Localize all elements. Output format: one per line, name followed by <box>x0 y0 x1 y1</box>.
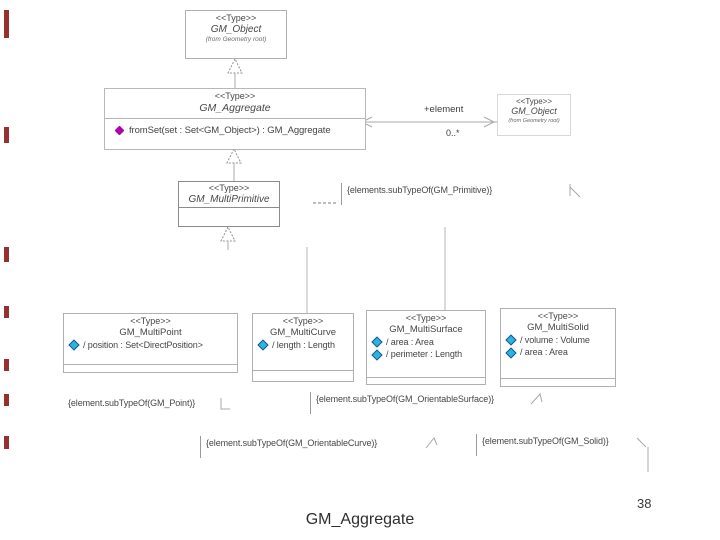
compartment-divider <box>64 364 237 365</box>
constraint-note-orientable-surface: {element.subTypeOf(GM_OrientableSurface)… <box>310 392 494 414</box>
class-box-gm-multisurface: <<Type>> GM_MultiSurface / area : Area /… <box>366 310 486 385</box>
constraint-anchor-solid <box>636 437 649 472</box>
association-role-label: +element <box>424 104 464 115</box>
attribute-text: / perimeter : Length <box>386 349 463 360</box>
constraint-anchor-point <box>220 398 230 410</box>
change-bar-mark <box>4 10 9 38</box>
operation-signature: fromSet(set : Set<GM_Object>) : GM_Aggre… <box>129 125 331 136</box>
class-box-gm-object-top: <<Type>> GM_Object (from Geometry root) <box>185 10 287 59</box>
stereotype-label: <<Type>> <box>515 97 553 106</box>
compartment-divider <box>501 378 615 379</box>
attribute-row: / length : Length <box>253 339 353 351</box>
attribute-row: / area : Area <box>367 336 485 348</box>
slide-title: GM_Aggregate <box>305 511 415 528</box>
stereotype-label: <<Type>> <box>214 91 256 101</box>
attribute-row: / position : Set<DirectPosition> <box>64 339 237 351</box>
constraint-note-orientable-curve: {element.subTypeOf(GM_OrientableCurve)} <box>200 436 377 458</box>
change-bar-mark <box>4 247 9 262</box>
class-name: GM_MultiSolid <box>527 321 589 333</box>
page-number: 38 <box>637 496 652 511</box>
package-label: (from Geometry root) <box>508 118 560 125</box>
attribute-row: / area : Area <box>501 347 615 359</box>
association-multiplicity: 0..* <box>446 128 460 138</box>
compartment-divider <box>367 377 485 378</box>
change-bar-mark <box>4 359 9 371</box>
stereotype-label: <<Type>> <box>215 13 257 23</box>
attribute-icon <box>371 336 383 348</box>
attribute-text: / volume : Volume <box>520 334 590 345</box>
attribute-row: / perimeter : Length <box>367 349 485 361</box>
attribute-icon <box>505 347 517 359</box>
class-header: <<Type>> GM_Aggregate <box>105 89 365 119</box>
class-box-gm-aggregate: <<Type>> GM_Aggregate fromSet(set : Set<… <box>104 88 366 150</box>
constraint-anchor-primitive <box>569 184 581 198</box>
stereotype-label: <<Type>> <box>208 183 250 193</box>
attribute-text: / length : Length <box>272 339 335 350</box>
class-box-gm-object-right: <<Type>> GM_Object (from Geometry root) <box>497 94 571 136</box>
attribute-row: / volume : Volume <box>501 334 615 346</box>
operation-row: fromSet(set : Set<GM_Object>) : GM_Aggre… <box>105 125 365 136</box>
class-box-gm-multicurve: <<Type>> GM_MultiCurve / length : Length <box>252 313 354 382</box>
stereotype-label: <<Type>> <box>130 316 171 326</box>
class-box-gm-multiprimitive: <<Type>> GM_MultiPrimitive <box>178 181 280 227</box>
attribute-icon <box>505 334 517 346</box>
class-name: GM_MultiCurve <box>270 326 336 338</box>
change-bar-mark <box>4 394 9 406</box>
change-bar-mark <box>4 306 9 318</box>
attribute-icon <box>68 339 80 351</box>
open-arrowhead-right <box>483 116 496 128</box>
class-name: GM_MultiSurface <box>389 323 463 335</box>
constraint-note-solid: {element.subTypeOf(GM_Solid)} <box>476 434 609 456</box>
constraint-anchor-orientable-surface <box>530 392 543 405</box>
attribute-text: / area : Area <box>520 347 568 358</box>
class-name: GM_Aggregate <box>199 101 271 114</box>
class-box-gm-multipoint: <<Type>> GM_MultiPoint / position : Set<… <box>63 313 238 373</box>
class-name: GM_MultiPoint <box>119 326 182 338</box>
constraint-note-point: {element.subTypeOf(GM_Point)} <box>68 398 196 408</box>
change-bar-mark <box>4 127 9 143</box>
generalization-arrow-object-aggregate <box>227 57 243 88</box>
attribute-text: / position : Set<DirectPosition> <box>83 339 203 350</box>
class-name: GM_Object <box>210 23 262 35</box>
stereotype-label: <<Type>> <box>282 316 324 326</box>
change-bar-mark <box>4 436 9 449</box>
compartment-divider <box>253 370 353 371</box>
constraint-note-primitive: {elements.subTypeOf(GM_Primitive)} <box>341 183 492 205</box>
class-name: GM_MultiPrimitive <box>188 193 270 205</box>
generalization-arrow-aggregate-multiprimitive <box>226 147 242 181</box>
compartment-divider <box>179 207 279 208</box>
attribute-icon <box>257 339 269 351</box>
constraint-anchor-orientable-curve <box>425 437 438 449</box>
class-box-gm-multisolid: <<Type>> GM_MultiSolid / volume : Volume… <box>500 308 616 387</box>
class-name: GM_Object <box>511 106 557 117</box>
stereotype-label: <<Type>> <box>405 313 447 323</box>
association-element-line <box>360 116 497 128</box>
stereotype-label: <<Type>> <box>537 311 579 321</box>
package-label: (from Geometry root) <box>205 36 267 44</box>
generalization-arrow-multiprimitive-subclasses <box>220 225 236 250</box>
attribute-icon <box>371 349 383 361</box>
operation-icon <box>114 125 125 136</box>
attribute-text: / area : Area <box>386 336 434 347</box>
